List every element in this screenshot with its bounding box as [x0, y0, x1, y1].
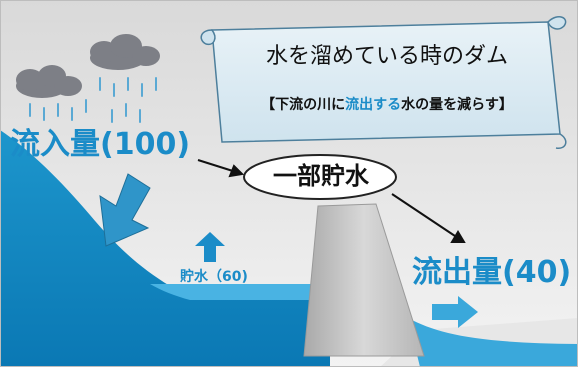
- partial-storage-label: 一部貯水: [273, 162, 369, 190]
- dam-body: [303, 203, 425, 357]
- up-arrow-icon: [195, 232, 225, 262]
- bubble-to-outflow-arrow: [391, 193, 466, 243]
- reservoir-water: [0, 130, 330, 367]
- scroll-banner: [200, 16, 567, 149]
- cloud-icon: [90, 34, 160, 70]
- partial-storage-bubble: [243, 154, 397, 200]
- subtitle-close-bracket: 】: [498, 97, 513, 113]
- subtitle-open-bracket: 【: [261, 97, 276, 113]
- subtitle-highlight: 流出する: [345, 97, 402, 113]
- inflow-to-bubble-arrow: [197, 159, 245, 178]
- scroll-subtitle: 【下流の川に流出する水の量を減らす】: [222, 98, 552, 112]
- inflow-label: 流入量(100): [10, 127, 191, 162]
- reservoir-surface: [150, 284, 330, 300]
- subtitle-part1: 下流の川に: [275, 97, 346, 113]
- scroll-title: 水を溜めている時のダム: [265, 44, 508, 69]
- right-arrow-icon: [432, 296, 478, 328]
- outflow-label: 流出量(40): [412, 255, 572, 290]
- downstream-water: [408, 318, 578, 367]
- storage-label: 貯水（60): [180, 269, 248, 285]
- down-left-arrow-icon: [99, 173, 151, 247]
- rain-icon: [29, 77, 157, 123]
- subtitle-part2: 水の量を減らす: [401, 97, 499, 113]
- cloud-icon: [16, 65, 82, 98]
